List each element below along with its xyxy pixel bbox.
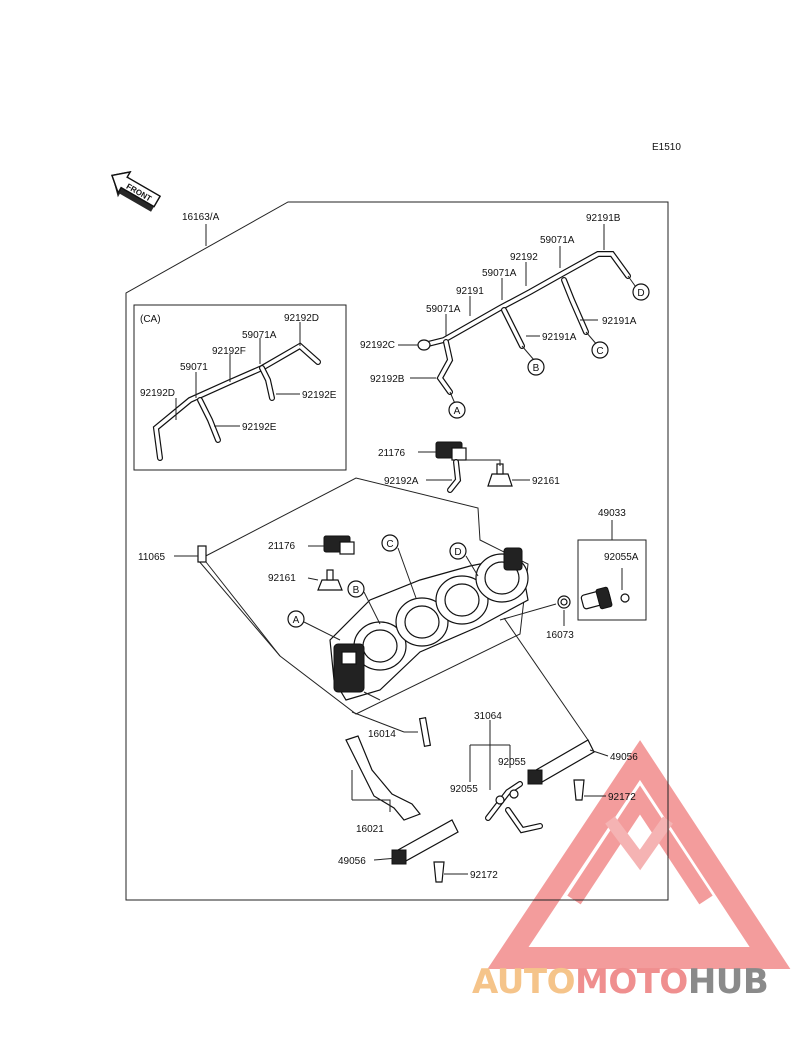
injector-top xyxy=(580,568,630,610)
throttle-body-outline xyxy=(197,477,529,715)
label-49056-left: 49056 xyxy=(338,856,366,867)
label-21176-mid: 21176 xyxy=(268,541,296,552)
svg-text:D: D xyxy=(454,547,461,558)
label-49056-right: 49056 xyxy=(610,752,638,763)
label-16073: 16073 xyxy=(546,630,574,641)
front-arrow-icon: FRONT xyxy=(111,171,161,212)
frame-label: 16163/A xyxy=(182,212,220,223)
label-11065: 11065 xyxy=(138,552,166,563)
label-92172-left: 92172 xyxy=(470,870,498,881)
label-92192D-left: 92192D xyxy=(140,388,175,399)
label-92192A: 92192A xyxy=(384,476,419,487)
svg-text:A: A xyxy=(293,615,300,626)
callout-circle-b-body: B xyxy=(347,580,365,598)
label-92192C: 92192C xyxy=(360,340,395,351)
label-59071A-low: 59071A xyxy=(426,304,461,315)
vacuum-hose-assembly xyxy=(417,251,631,395)
label-92191A-b: 92191A xyxy=(602,316,637,327)
label-92161-mid: 92161 xyxy=(268,573,296,584)
label-31064: 31064 xyxy=(474,711,502,722)
callout-circle-a-top: A xyxy=(448,401,466,419)
map-sensor-top xyxy=(435,441,513,493)
middle-leader-lines xyxy=(174,545,324,657)
callout-circle-d-top: D xyxy=(632,283,650,301)
brand-part-moto: MOTO xyxy=(574,962,688,1002)
label-92055-b: 92055 xyxy=(498,757,526,768)
label-92192: 92192 xyxy=(510,252,538,263)
label-92192E-bottom: 92192E xyxy=(242,422,277,433)
label-92192B: 92192B xyxy=(370,374,405,385)
ca-leader-lines xyxy=(175,322,301,427)
callout-circle-d-body: D xyxy=(449,542,467,560)
callout-circle-a-body: A xyxy=(287,610,305,628)
svg-text:A: A xyxy=(454,406,461,417)
svg-text:B: B xyxy=(533,363,540,374)
label-92172-right: 92172 xyxy=(608,792,636,803)
throttle-body-assembly xyxy=(329,547,529,701)
watermark-brand-text: AUTOMOTOHUB xyxy=(472,962,769,1002)
label-92191: 92191 xyxy=(456,286,484,297)
screw-16014 xyxy=(351,711,432,748)
label-92055A: 92055A xyxy=(604,552,639,563)
label-92055-a: 92055 xyxy=(450,784,478,795)
label-92161-top: 92161 xyxy=(532,476,560,487)
ca-inset-box xyxy=(133,304,347,471)
label-92192F: 92192F xyxy=(212,346,246,357)
label-16014: 16014 xyxy=(368,729,396,740)
svg-text:C: C xyxy=(596,346,603,357)
brand-part-auto: AUTO xyxy=(472,962,575,1002)
sensor-leader-lines xyxy=(418,451,530,481)
svg-text:D: D xyxy=(637,288,644,299)
label-92191B: 92191B xyxy=(586,213,621,224)
watermark-logo-icon xyxy=(487,740,791,969)
tps-sensor-middle xyxy=(197,535,355,591)
label-92192E-right: 92192E xyxy=(302,390,337,401)
callout-circle-c-body: C xyxy=(381,534,399,552)
label-59071A-mid: 59071A xyxy=(482,268,517,279)
nut-16073 xyxy=(499,595,571,626)
main-frame xyxy=(125,201,669,901)
brand-part-hub: HUB xyxy=(687,962,769,1002)
fuel-rail-right xyxy=(503,617,609,801)
pipe-31064 xyxy=(469,720,543,834)
svg-text:C: C xyxy=(386,539,393,550)
label-59071: 59071 xyxy=(180,362,208,373)
label-92191A-a: 92191A xyxy=(542,332,577,343)
label-49033: 49033 xyxy=(598,508,626,519)
label-92192D-top: 92192D xyxy=(284,313,319,324)
diagram-code: E1510 xyxy=(652,142,681,153)
svg-text:B: B xyxy=(353,585,360,596)
callout-circle-b-top: B xyxy=(527,358,545,376)
fuel-rail-left xyxy=(373,819,468,883)
sensor-16021 xyxy=(345,735,421,821)
label-59071A: 59071A xyxy=(242,330,277,341)
label-21176-top: 21176 xyxy=(378,448,406,459)
callout-circle-c-top: C xyxy=(591,341,609,359)
label-16021: 16021 xyxy=(356,824,384,835)
callout-leaders-body xyxy=(303,547,479,641)
ca-box-label: (CA) xyxy=(140,314,161,325)
label-59071A-top: 59071A xyxy=(540,235,575,246)
